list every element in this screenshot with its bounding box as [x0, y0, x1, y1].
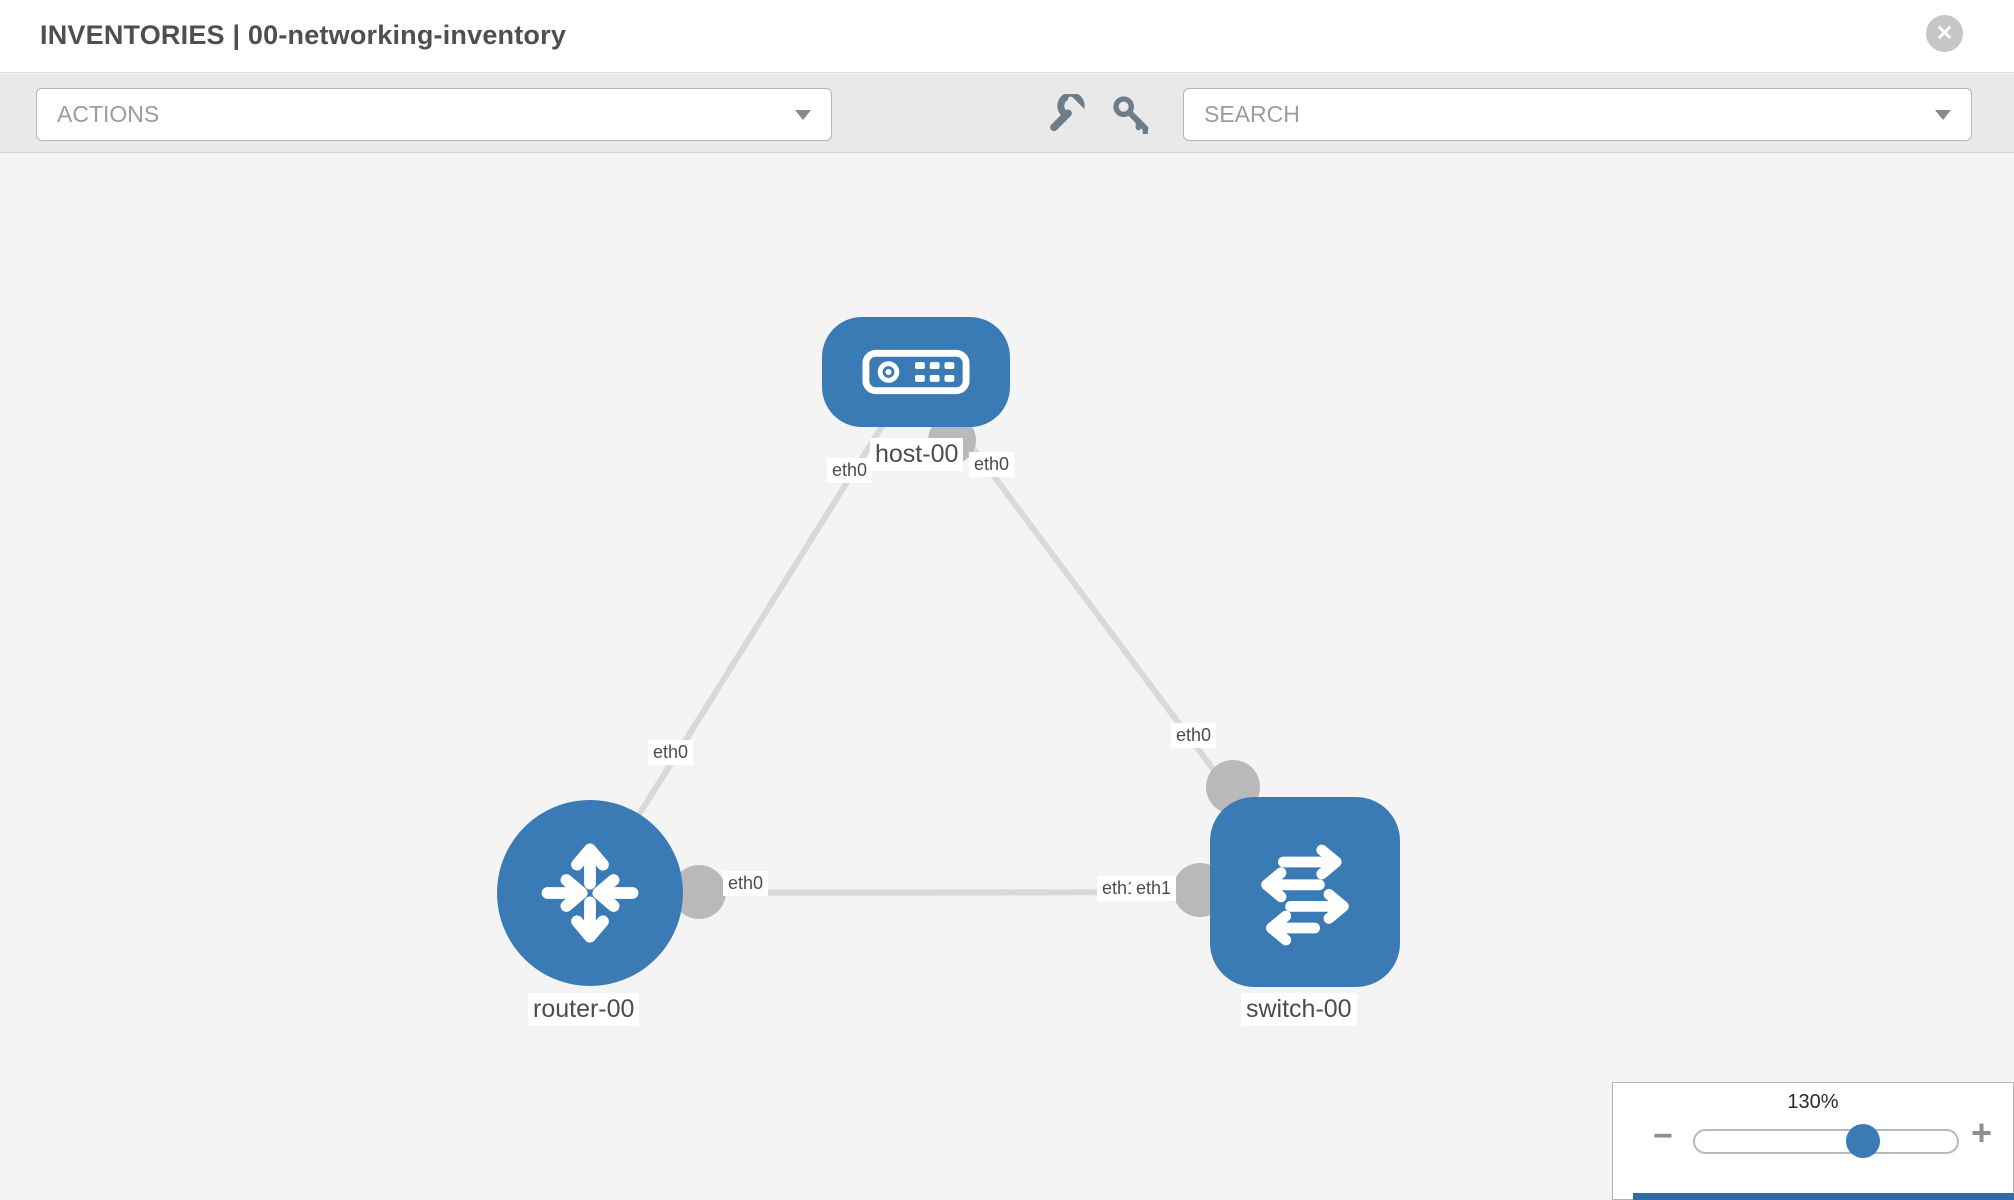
zoom-level: 130%	[1787, 1091, 1839, 1113]
search-combo[interactable]	[1183, 88, 1972, 141]
close-icon[interactable]: ✕	[1926, 15, 1963, 52]
key-icon[interactable]	[1111, 94, 1151, 134]
wrench-icon[interactable]	[1047, 94, 1087, 134]
zoom-widget: 130% − +	[1612, 1082, 2014, 1200]
iface-label: eth0	[648, 740, 694, 765]
search-input[interactable]	[1184, 101, 1935, 128]
iface-label: eth0	[827, 458, 873, 483]
iface-label-clipped: eth1	[1097, 876, 1131, 901]
router-icon	[541, 843, 639, 943]
actions-dropdown[interactable]: ACTIONS	[36, 88, 832, 141]
switch-icon	[1261, 844, 1349, 946]
bottom-accent-bar	[1633, 1193, 2014, 1200]
topology-canvas[interactable]	[0, 154, 2014, 1200]
node-label-router: router-00	[528, 993, 640, 1026]
zoom-out-button[interactable]: −	[1653, 1117, 1673, 1155]
chevron-down-icon	[1935, 109, 1951, 120]
node-switch[interactable]	[1210, 797, 1400, 987]
zoom-slider-thumb[interactable]	[1846, 1124, 1880, 1158]
iface-label: eth0	[723, 871, 769, 896]
iface-label: eth0	[1171, 723, 1217, 748]
host-icon	[862, 349, 970, 395]
iface-label: eth1	[1131, 876, 1177, 901]
page-title: INVENTORIES | 00-networking-inventory	[40, 20, 567, 50]
actions-dropdown-label: ACTIONS	[57, 101, 160, 127]
toolbar: ACTIONS	[0, 74, 2014, 153]
node-host[interactable]	[822, 317, 1010, 427]
zoom-slider-track[interactable]	[1693, 1129, 1959, 1154]
chevron-down-icon	[795, 109, 811, 120]
header: INVENTORIES | 00-networking-inventory ✕	[0, 0, 2014, 73]
node-router[interactable]	[497, 800, 683, 986]
iface-label: eth0	[969, 452, 1015, 477]
zoom-in-button[interactable]: +	[1971, 1112, 1993, 1153]
node-label-switch: switch-00	[1241, 993, 1357, 1026]
node-label-host: host-00	[870, 438, 964, 471]
